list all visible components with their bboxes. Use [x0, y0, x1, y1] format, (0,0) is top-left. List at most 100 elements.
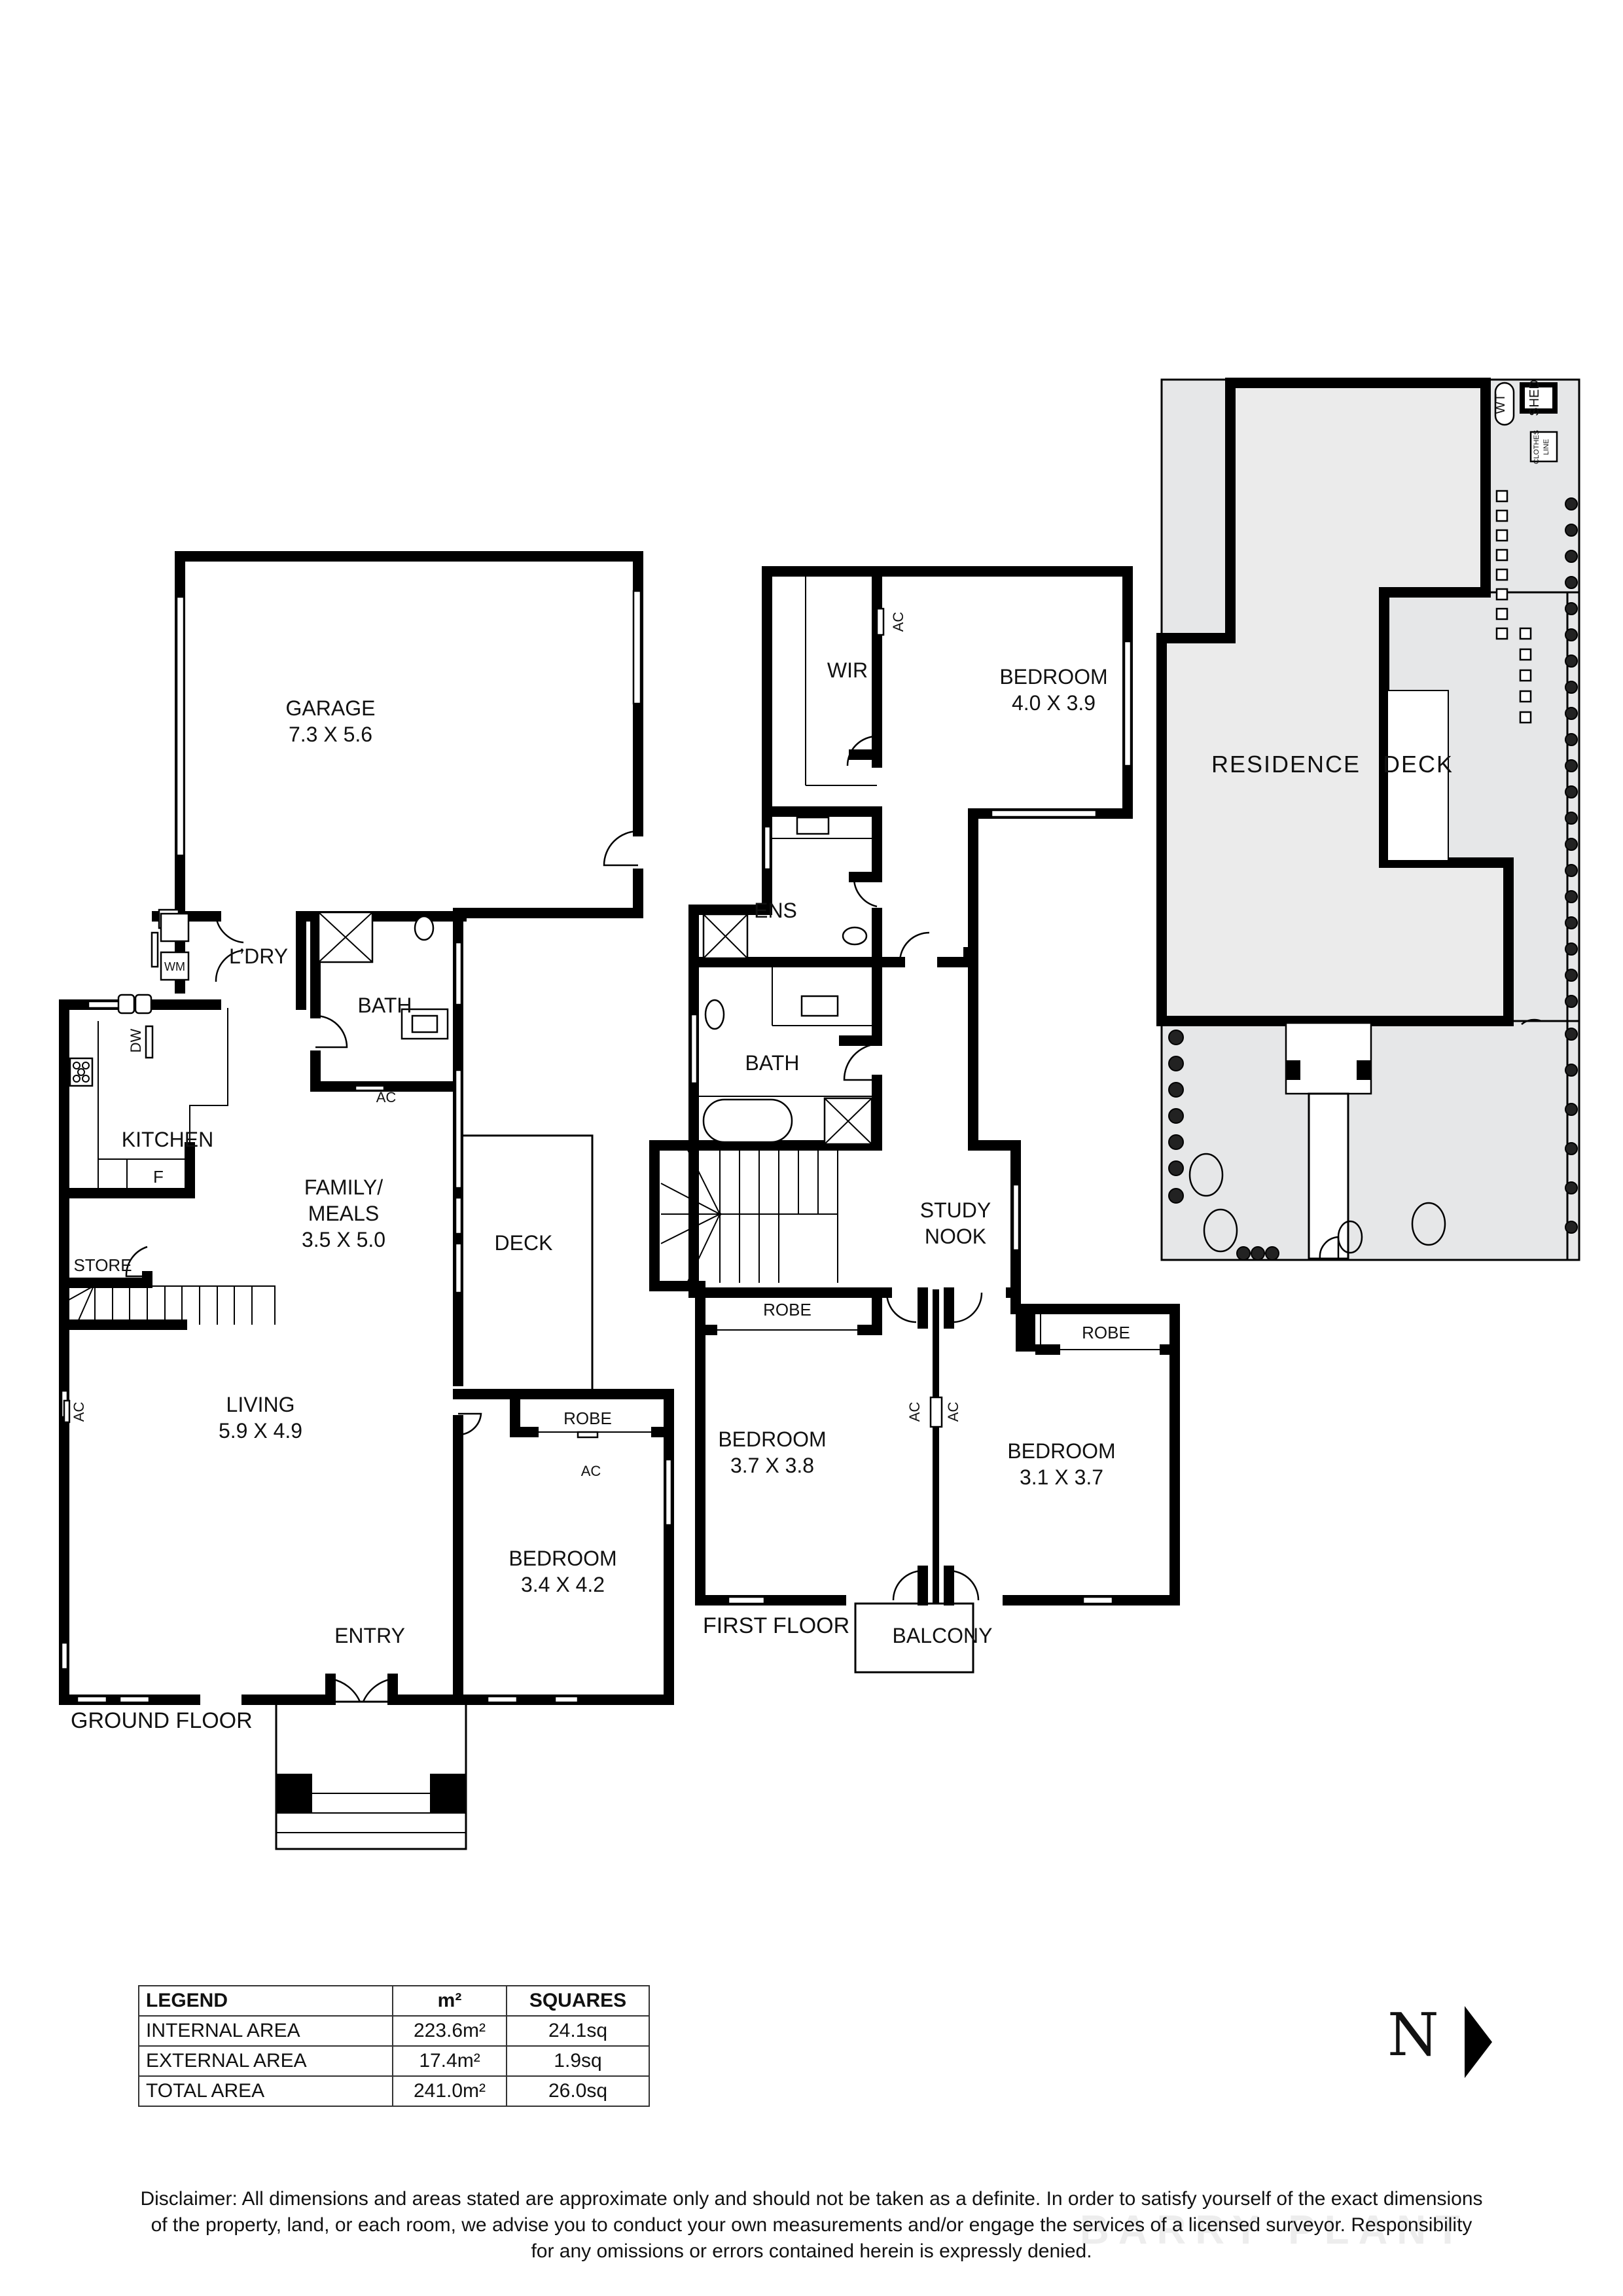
pergola-posts [1495, 490, 1532, 724]
door-swing [853, 876, 878, 908]
squares-header: SQUARES [506, 1985, 650, 2017]
ac-unit [354, 1085, 385, 1092]
table-row: EXTERNAL AREA 17.4m² 1.9sq [138, 2045, 650, 2077]
room-label-laundry: L’DRY [229, 944, 288, 968]
side-gate [1521, 1018, 1542, 1025]
garage-door-window [175, 596, 185, 857]
sliding-door [454, 1196, 463, 1235]
residence-label: RESIDENCE [1211, 751, 1361, 778]
legend-header-row: LEGEND m² SQUARES [138, 1985, 650, 2017]
site-plan: RESIDENCE DECK WT SHED CLOTHES LINE [1156, 378, 1580, 1261]
window [763, 825, 772, 870]
water-tank-label: WT [1493, 393, 1508, 414]
room-size-living: 5.9 X 4.9 [219, 1419, 302, 1443]
row-label: INTERNAL AREA [138, 2015, 393, 2047]
row-squares: 1.9sq [506, 2045, 650, 2077]
row-squares: 26.0sq [506, 2075, 650, 2107]
gate [1319, 1236, 1340, 1259]
row-squares: 24.1sq [506, 2015, 650, 2047]
window [151, 931, 159, 968]
row-m2: 223.6m² [392, 2015, 507, 2047]
window [727, 1596, 766, 1605]
front-path [1308, 1092, 1349, 1260]
window [454, 941, 463, 1006]
room-label-family: FAMILY/ [304, 1175, 383, 1199]
shrub-icons [1168, 497, 1578, 1261]
ac-label: AC [71, 1402, 87, 1422]
toilet [842, 926, 868, 946]
toilet [414, 915, 435, 941]
room-label-kitchen: KITCHEN [122, 1128, 213, 1151]
door-swing [215, 949, 244, 982]
kitchen-bench [98, 1008, 228, 1160]
door-swing [954, 1292, 983, 1323]
sink [117, 994, 135, 1014]
disclaimer: Disclaimer: All dimensions and areas sta… [0, 2186, 1623, 2265]
ac-label: AC [581, 1463, 601, 1479]
shed-label: SHED [1527, 380, 1542, 416]
door-swing [846, 735, 878, 766]
door-swing [948, 1570, 980, 1601]
window [1012, 1183, 1020, 1251]
room-label-bedroom2: BEDROOM [718, 1427, 826, 1451]
table-row: TOTAL AREA 241.0m² 26.0sq [138, 2075, 650, 2107]
room-label-bath: BATH [358, 994, 412, 1017]
window [60, 1641, 69, 1670]
room-label-study: STUDY [920, 1198, 991, 1222]
floor-label-first: FIRST FLOOR [703, 1613, 849, 1638]
ground-floor-plan: GARAGE 7.3 X 5.6 WM L’DRY [59, 551, 674, 1850]
ac-unit [63, 1399, 71, 1424]
north-arrow-icon [1465, 2006, 1492, 2078]
main-living-block: DW F KITCHEN FAMILY/ MEALS 3.5 X 5.0 STO… [59, 911, 467, 1850]
legend-header: LEGEND [138, 1985, 393, 2017]
m2-header: m² [392, 1985, 507, 2017]
clothes-line-label: CLOTHES [1533, 430, 1541, 464]
sliding-door [454, 1242, 463, 1294]
clothes-line [1529, 431, 1558, 463]
clothes-line-label: LINE [1543, 439, 1550, 455]
disclaimer-line: Disclaimer: All dimensions and areas sta… [140, 2188, 1483, 2210]
room-label-master-bedroom: BEDROOM [999, 665, 1107, 689]
room-size-bedroom: 3.4 X 4.2 [521, 1573, 605, 1596]
ac-label: AC [890, 612, 906, 632]
row-m2: 17.4m² [392, 2045, 507, 2077]
door-swing [603, 830, 639, 867]
site-deck [1387, 690, 1449, 861]
table-row: INTERNAL AREA 223.6m² 24.1sq [138, 2015, 650, 2047]
staircase [94, 1286, 253, 1325]
residence-outline [1156, 378, 1514, 1026]
north-label: N [1387, 2001, 1439, 2070]
ground-bedroom-room: ROBE AC BEDROOM 3.4 X 4.2 [453, 1389, 674, 1705]
room-label-deck: DECK [495, 1231, 553, 1255]
door-swing [215, 916, 244, 944]
robe-label: ROBE [763, 1300, 812, 1319]
robe-label: ROBE [563, 1408, 612, 1428]
door-swing [125, 1246, 148, 1278]
room-label-balcony: BALCONY [893, 1624, 993, 1647]
water-tank [1494, 382, 1515, 426]
entry-door [330, 1677, 361, 1702]
room-size-bedroom2: 3.7 X 3.8 [730, 1454, 814, 1477]
floor-label-ground: GROUND FLOOR [71, 1708, 253, 1733]
robe-label: ROBE [1082, 1323, 1130, 1342]
room-label-bath-ff: BATH [745, 1051, 800, 1075]
toilet [704, 999, 725, 1030]
ac-label: AC [945, 1402, 961, 1422]
door-swing [885, 1292, 917, 1323]
ac-label: AC [906, 1402, 923, 1422]
first-floor-plan: AC WIR BEDROOM 4.0 X 3.9 ENS BATH [649, 566, 1180, 1674]
balcony [854, 1602, 974, 1674]
window [690, 1013, 698, 1085]
room-label-bedroom3: BEDROOM [1007, 1439, 1115, 1463]
door-swing [892, 1570, 923, 1601]
window [664, 1458, 673, 1526]
room-label-meals: MEALS [308, 1202, 379, 1225]
room-label-bedroom: BEDROOM [508, 1547, 616, 1570]
door-swing [843, 1043, 878, 1081]
row-label: TOTAL AREA [138, 2075, 393, 2107]
disclaimer-line: of the property, land, or each room, we … [151, 2214, 1472, 2236]
room-label-entry: ENTRY [334, 1624, 405, 1647]
window [990, 809, 1097, 818]
room-size-master-bedroom: 4.0 X 3.9 [1012, 691, 1096, 715]
